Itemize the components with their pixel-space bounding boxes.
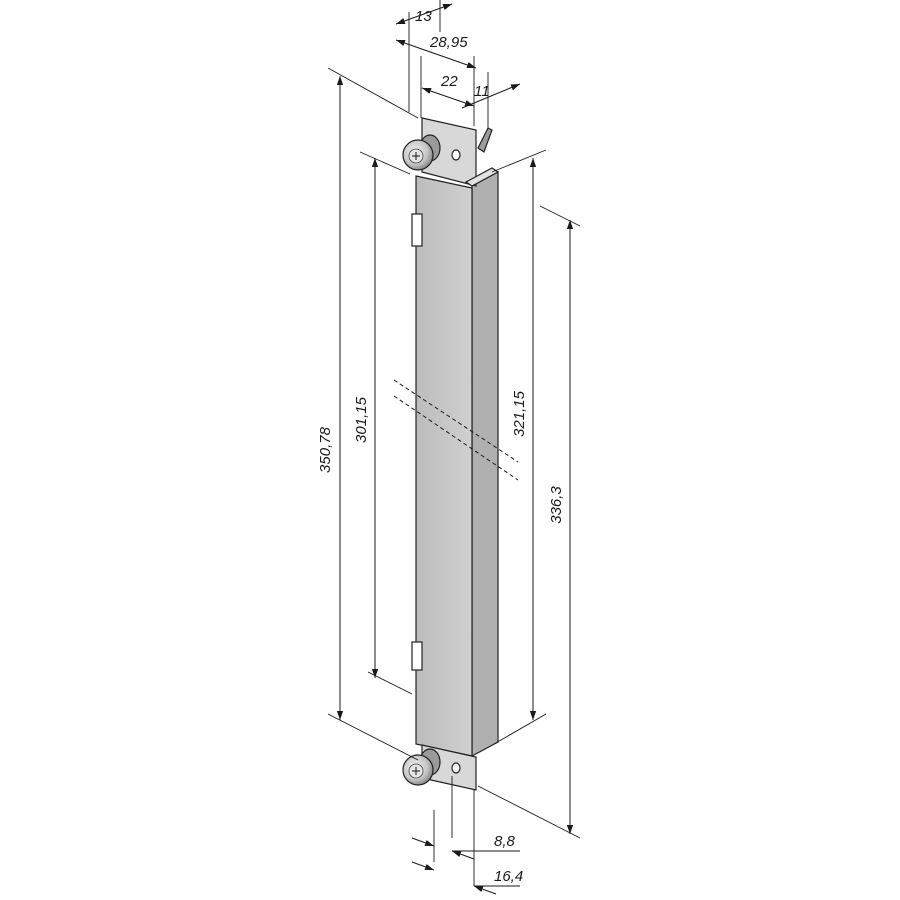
dim-301-15: 301,15 [353, 396, 370, 443]
screw-icon [402, 134, 441, 171]
top-notch [411, 213, 423, 247]
dim-11: 11 [474, 83, 490, 100]
dim-16-4: 16,4 [494, 868, 523, 885]
bottom-hole [451, 762, 461, 774]
alignment-pin [477, 127, 493, 153]
top-dimensions [395, 0, 521, 128]
break-line-lower [393, 395, 519, 481]
bottom-notch [411, 641, 423, 671]
panel-top-lip [464, 167, 500, 187]
dim-336-3: 336,3 [548, 486, 565, 524]
front-panel [393, 117, 519, 791]
dim-321-15: 321,15 [511, 390, 528, 437]
screw-icon [402, 748, 441, 786]
dim-13: 13 [415, 8, 432, 25]
top-hole [451, 149, 461, 161]
height-dimensions [327, 67, 581, 839]
dim-28-95: 28,95 [429, 34, 468, 51]
break-line-upper [393, 379, 519, 463]
dim-22: 22 [440, 73, 458, 90]
dim-350-78: 350,78 [317, 426, 334, 473]
bottom-dimensions [411, 776, 520, 895]
dim-8-8: 8,8 [494, 833, 516, 850]
